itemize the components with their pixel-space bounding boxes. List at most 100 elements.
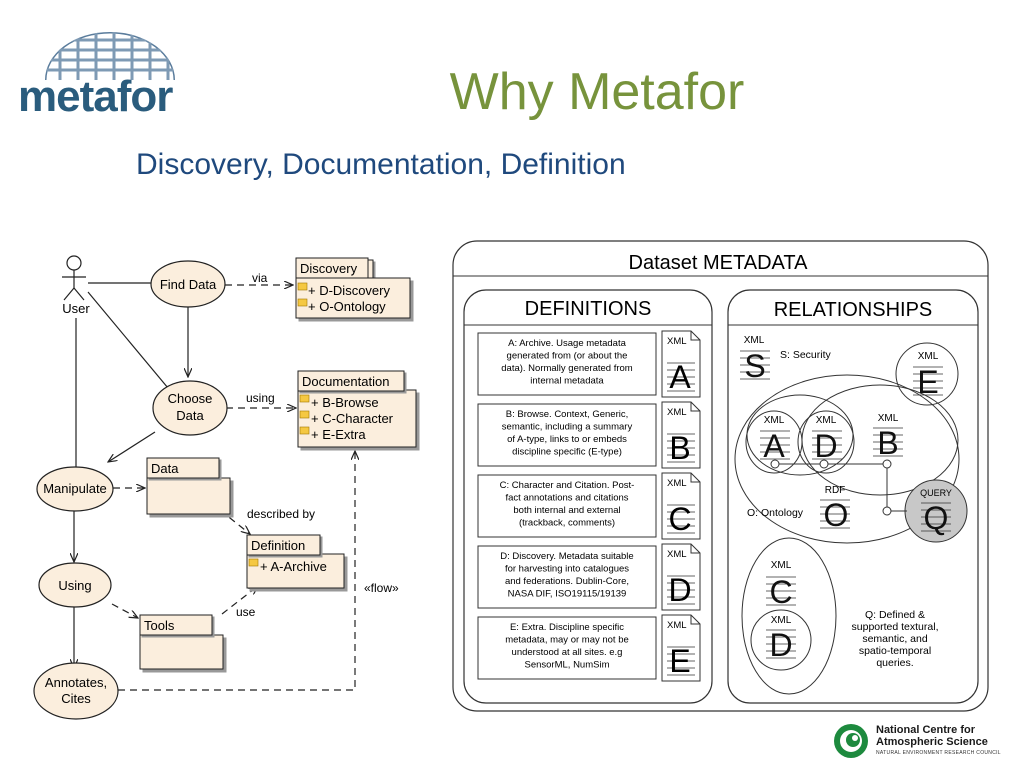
package-definition-item: + A-Archive [260, 559, 327, 574]
xml-document-icon [661, 614, 701, 682]
definition-text-line: metadata, may or may not be [505, 635, 629, 646]
security-label: S: Security [780, 349, 832, 361]
definition-text-line: both internal and external [513, 505, 620, 516]
usecase-choose-label-1: Choose [168, 391, 213, 406]
definition-letter: A [669, 359, 691, 395]
xml-tag-b: XML [878, 413, 899, 424]
folder-icon [297, 282, 308, 291]
package-documentation-item: + B-Browse [311, 395, 379, 410]
relationships-title: RELATIONSHIPS [774, 299, 933, 321]
xml-tag-d2: XML [771, 615, 792, 626]
usecase-choose-label-2: Data [176, 408, 204, 423]
definition-row: C: Character and Citation. Post-fact ann… [477, 472, 701, 540]
letter-e: E [917, 364, 938, 400]
actor-user [62, 255, 86, 301]
package-discovery-name: Discovery [300, 261, 358, 276]
edge-using-tools [111, 603, 138, 618]
logo-text: metafor [18, 72, 173, 121]
package-definition: Definition + A-Archive [246, 534, 345, 589]
ncas-subtitle: NATURAL ENVIRONMENT RESEARCH COUNCIL [876, 750, 1001, 756]
edge-use [221, 586, 258, 615]
xml-tag: XML [667, 620, 687, 631]
slide-title: Why Metafor [449, 63, 745, 121]
folder-icon [299, 410, 310, 419]
definition-text-box [477, 545, 657, 609]
letter-d: D [814, 428, 837, 464]
package-documentation-item: + C-Character [311, 411, 394, 426]
query-tag: QUERY [920, 488, 952, 498]
definition-text-line: D: Discovery. Metadata suitable [500, 551, 633, 562]
ontology-label: O: Ontology [747, 507, 804, 519]
package-discovery-item: + O-Ontology [308, 299, 386, 314]
package-discovery: Discovery + D-Discovery + O-Ontology [295, 257, 411, 319]
definition-text-line: NASA DIF, ISO19115/19139 [508, 589, 627, 600]
usecase-annotates-label-1: Annotates, [45, 675, 107, 690]
query-note-line: Q: Defined & [865, 609, 925, 621]
definition-text-box [477, 332, 657, 396]
definition-text-line: B: Browse. Context, Generic, [506, 409, 629, 420]
letter-a: A [763, 428, 785, 464]
assoc-user-choose [87, 291, 169, 389]
definition-text-line: SensorML, NumSim [525, 660, 610, 671]
usecase-manipulate [36, 466, 114, 512]
folder-icon [299, 426, 310, 435]
xml-tag-c: XML [771, 560, 792, 571]
query-note-line: queries. [876, 657, 913, 669]
definition-row: B: Browse. Context, Generic,semantic, in… [477, 401, 701, 469]
usecase-annotates [33, 662, 119, 720]
xml-document-icon [661, 401, 701, 469]
definition-letter: E [669, 643, 690, 679]
letter-s: S [744, 348, 765, 384]
query-note-line: supported textural, [852, 621, 939, 633]
definition-letter: D [668, 572, 691, 608]
definition-text-line: and federations. Dublin-Core, [505, 576, 629, 587]
package-data-name: Data [151, 461, 179, 476]
xml-tag-a: XML [764, 415, 785, 426]
label-via: via [252, 271, 268, 285]
slide-subtitle: Discovery, Documentation, Definition [136, 148, 626, 181]
usecase-using-label: Using [58, 578, 91, 593]
folder-icon [248, 558, 259, 567]
rdf-tag-o: RDF [825, 485, 846, 496]
edge-flow [118, 451, 355, 691]
definition-text-line: of A-type, links to or embeds [507, 434, 627, 445]
definition-letter: C [668, 501, 691, 537]
actor-label: User [62, 301, 90, 316]
definitions-title: DEFINITIONS [525, 298, 652, 320]
letter-q: Q [924, 500, 949, 536]
xml-document-icon [661, 472, 701, 540]
letter-c: C [769, 574, 792, 610]
folder-icon [297, 298, 308, 307]
edge-choose-manipulate [108, 431, 156, 462]
letter-b: B [877, 425, 898, 461]
package-tools: Tools [139, 614, 224, 670]
package-discovery-item: + D-Discovery [308, 283, 390, 298]
definition-text-box [477, 474, 657, 538]
xml-tag: XML [667, 478, 687, 489]
ncas-logo-icon [834, 724, 868, 758]
definition-row: D: Discovery. Metadata suitable for harve… [477, 543, 701, 611]
definition-text-line: data). Normally generated from [501, 363, 633, 374]
relationship-circle-d2 [750, 609, 812, 671]
xml-tag: XML [667, 336, 687, 347]
label-using: using [246, 391, 275, 405]
definition-text-line: C: Character and Citation. Post- [500, 480, 635, 491]
ncas-name-line-1: National Centre for [876, 724, 976, 736]
definition-text-line: E: Extra. Discipline specific [510, 622, 624, 633]
ncas-name: National Centre for Atmospheric Science [876, 724, 988, 748]
definition-text-line: A: Archive. Usage metadata [508, 338, 626, 349]
usecase-annotates-label-2: Cites [61, 691, 91, 706]
definition-text-box [477, 616, 657, 680]
relationships-box [727, 289, 979, 704]
letter-o: O [824, 497, 849, 533]
definition-text-line: fact annotations and citations [505, 493, 628, 504]
usecase-find-data [150, 260, 226, 308]
usecase-find-label: Find Data [160, 277, 217, 292]
definition-text-line: for harvesting into catalogues [505, 564, 629, 575]
label-flow: «flow» [364, 581, 399, 595]
query-note-line: spatio-temporal [859, 645, 931, 657]
folder-icon [299, 394, 310, 403]
label-described-by: described by [247, 507, 315, 521]
xml-tag-e: XML [918, 351, 939, 362]
